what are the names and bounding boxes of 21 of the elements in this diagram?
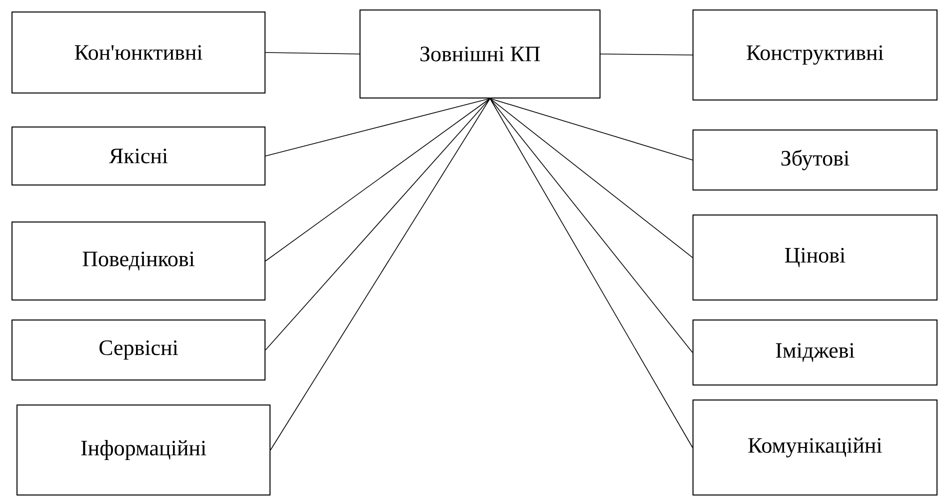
connector-line	[265, 52, 360, 54]
category-box: Збутові	[692, 130, 938, 190]
connector-line	[265, 98, 490, 156]
connector-line	[490, 98, 693, 353]
connector-line	[490, 98, 693, 160]
connector-line	[490, 98, 693, 258]
connector-line	[265, 98, 490, 262]
connector-line	[490, 98, 693, 448]
connector-line	[600, 54, 693, 56]
category-box: Іміджеві	[692, 320, 938, 386]
category-box: Поведінкові	[12, 222, 266, 300]
category-box: Інформаційні	[16, 404, 270, 496]
category-box: Конструктивні	[692, 10, 938, 100]
category-box: Кон'юнктивні	[12, 12, 266, 94]
category-box: Цінові	[692, 214, 938, 300]
category-box: Сервісні	[12, 320, 266, 380]
category-box: Зовнішні КП	[360, 10, 600, 98]
connector-line	[270, 98, 490, 450]
category-box: Якісні	[12, 126, 266, 186]
connector-line	[265, 98, 490, 350]
category-box: Комунікаційні	[692, 400, 938, 496]
